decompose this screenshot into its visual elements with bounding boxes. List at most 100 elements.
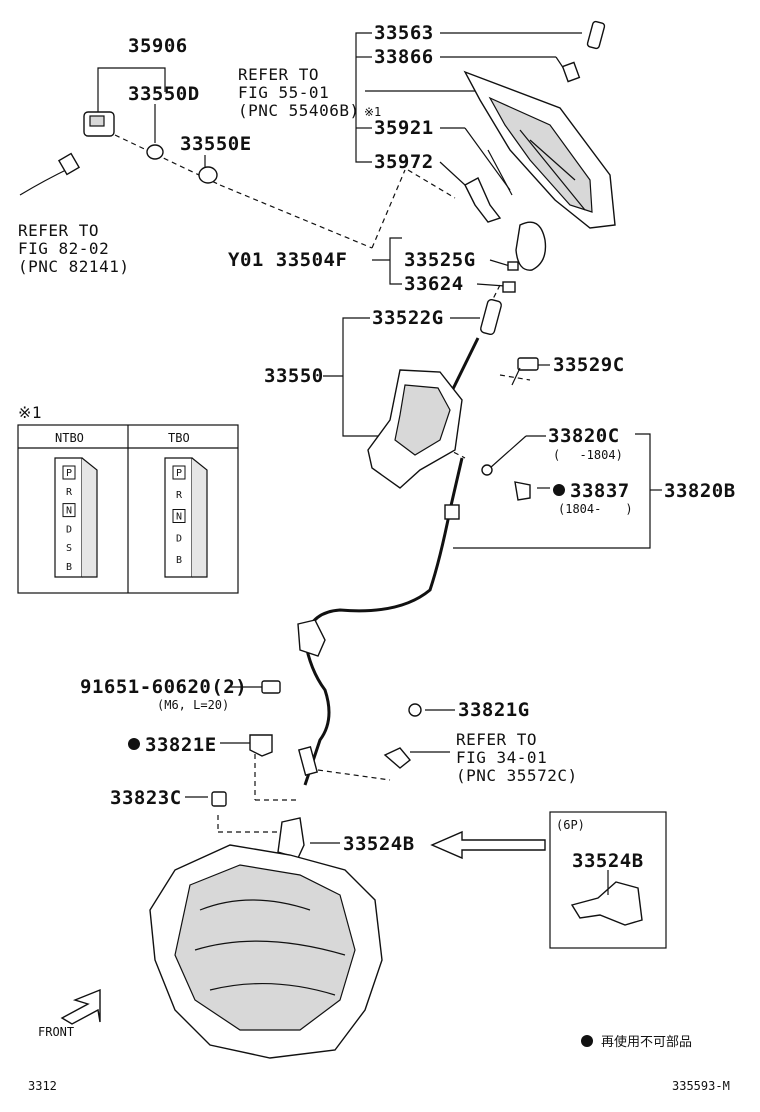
gate-letter: N bbox=[66, 506, 72, 517]
label-91651-spec: (M6, L=20) bbox=[157, 698, 229, 712]
label-33550D: 33550D bbox=[128, 83, 200, 105]
front-label: FRONT bbox=[38, 1025, 74, 1039]
label-35906: 35906 bbox=[128, 35, 188, 57]
table-mark: ※1 bbox=[18, 403, 42, 422]
assembly-lines bbox=[114, 134, 531, 833]
cable-end bbox=[297, 746, 319, 776]
gate-box bbox=[172, 465, 186, 480]
reference-labels: REFER TO FIG 55-01 (PNC 55406B) ※1 REFER… bbox=[18, 65, 578, 785]
gate-letter: S bbox=[66, 543, 72, 554]
clip-33821E bbox=[249, 734, 273, 757]
gate-letter: R bbox=[176, 490, 183, 501]
ref-fig55-line3: (PNC 55406B) bbox=[238, 101, 360, 120]
ref-fig82-line3: (PNC 82141) bbox=[18, 257, 129, 276]
lever-assembly-detail bbox=[394, 384, 451, 456]
ref-fig34-line1: REFER TO bbox=[456, 730, 537, 749]
legend-bullet bbox=[581, 1035, 593, 1047]
label-33524B-inset: 33524B bbox=[572, 850, 644, 872]
non-reusable-mark-33837 bbox=[553, 484, 565, 496]
lock-cable bbox=[19, 167, 71, 196]
gate-letter: R bbox=[66, 487, 73, 498]
nut-33820C bbox=[481, 464, 493, 476]
clip-33837 bbox=[514, 481, 531, 501]
gate-box bbox=[62, 503, 76, 518]
label-33550E: 33550E bbox=[180, 133, 252, 155]
indicator-35972 bbox=[464, 177, 502, 223]
bolt-91651 bbox=[261, 680, 281, 694]
label-33624: 33624 bbox=[404, 273, 464, 295]
nut-33821G bbox=[408, 703, 422, 717]
label-33837: 33837 bbox=[570, 480, 630, 502]
label-33837-range: (1804- ) bbox=[558, 502, 633, 516]
bracket-33524B bbox=[277, 817, 305, 859]
bracket-34-01 bbox=[383, 747, 411, 769]
gate-letter: N bbox=[176, 512, 182, 523]
label-33522G: 33522G bbox=[372, 307, 444, 329]
inset-6p: (6P) bbox=[549, 811, 667, 949]
gate-letter: D bbox=[66, 524, 72, 535]
shift-knob bbox=[515, 221, 547, 271]
gate-letter: D bbox=[176, 533, 182, 544]
cushion-e bbox=[198, 166, 218, 184]
part-labels: 35906 33550D 33550E 33563 33866 35921 35… bbox=[80, 22, 736, 872]
legend-text: 再使用不可部品 bbox=[601, 1034, 692, 1050]
label-33821E: 33821E bbox=[145, 734, 217, 756]
label-33550: 33550 bbox=[264, 365, 324, 387]
col-tbo: TBO bbox=[168, 431, 190, 445]
cushion-d bbox=[146, 144, 164, 160]
non-reusable-mark-33821E bbox=[128, 738, 140, 750]
page-right-code: 335593-M bbox=[672, 1079, 730, 1093]
label-33820C-range: ( -1804) bbox=[553, 448, 623, 462]
gate-letter: B bbox=[176, 555, 182, 566]
inset-arrow bbox=[430, 830, 546, 860]
footer: FRONT 再使用不可部品 3312 335593-M bbox=[28, 1025, 730, 1093]
lever-shaft bbox=[448, 337, 480, 396]
label-33529C: 33529C bbox=[553, 354, 625, 376]
ref-fig55-line2: FIG 55-01 bbox=[238, 83, 329, 102]
label-33563: 33563 bbox=[374, 22, 434, 44]
ref-fig82-line1: REFER TO bbox=[18, 221, 99, 240]
ref-fig34-line2: FIG 34-01 bbox=[456, 748, 547, 767]
label-33820B: 33820B bbox=[664, 480, 736, 502]
label-33525G: 33525G bbox=[404, 249, 476, 271]
spring-33866 bbox=[561, 61, 581, 83]
inset-bracket bbox=[570, 881, 643, 926]
label-33504F: Y01 33504F bbox=[228, 249, 347, 271]
bolt-33823C bbox=[211, 791, 227, 807]
part-shapes bbox=[19, 20, 616, 1059]
label-33524B: 33524B bbox=[343, 833, 415, 855]
gate-letter: P bbox=[176, 468, 182, 479]
screw-33563 bbox=[586, 20, 606, 50]
gate-letter: P bbox=[66, 468, 72, 479]
shift-cable bbox=[303, 457, 464, 786]
label-91651: 91651-60620(2) bbox=[80, 676, 247, 698]
gate-box bbox=[172, 509, 186, 523]
inset-label: (6P) bbox=[556, 818, 585, 832]
gate-box bbox=[62, 465, 76, 480]
front-arrow bbox=[60, 988, 101, 1025]
page-left-code: 3312 bbox=[28, 1079, 57, 1093]
shift-boot bbox=[480, 298, 502, 336]
label-33821G: 33821G bbox=[458, 699, 530, 721]
solenoid-detail bbox=[89, 115, 105, 127]
leader-lines bbox=[97, 32, 662, 844]
ref-fig34-line3: (PNC 35572C) bbox=[456, 766, 578, 785]
cable-connector bbox=[57, 152, 81, 176]
label-33866: 33866 bbox=[374, 46, 434, 68]
bolt-33529C bbox=[517, 357, 539, 371]
label-35972: 35972 bbox=[374, 151, 434, 173]
ref-fig55-line1: REFER TO bbox=[238, 65, 319, 84]
label-35921: 35921 bbox=[374, 117, 434, 139]
clip-33624 bbox=[502, 281, 516, 293]
cable-grommet bbox=[444, 504, 460, 520]
gate-letter: B bbox=[66, 562, 72, 573]
label-33823C: 33823C bbox=[110, 787, 182, 809]
col-ntbo: NTBO bbox=[55, 431, 84, 445]
ref-fig55-mark: ※1 bbox=[364, 105, 381, 119]
indicator-strip bbox=[487, 149, 513, 196]
label-33820C: 33820C bbox=[548, 425, 620, 447]
